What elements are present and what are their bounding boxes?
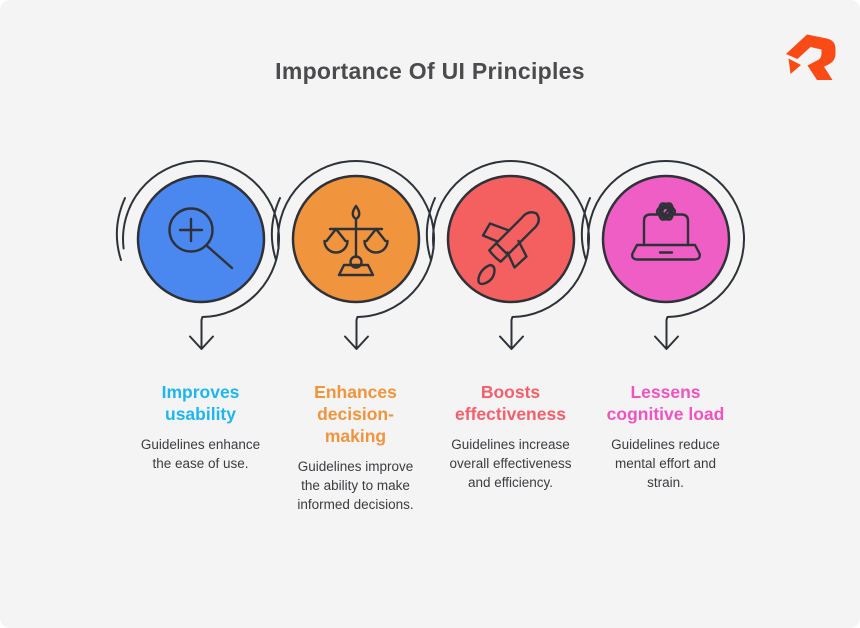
loop-tail xyxy=(580,197,591,261)
page-title: Importance Of UI Principles xyxy=(275,58,585,84)
item-heading: Improves usability xyxy=(161,382,240,424)
loop-arrow xyxy=(122,160,281,348)
loop-tail xyxy=(270,197,281,261)
item-lessens-cognitive-load: Lessens cognitive load Guidelines reduce… xyxy=(580,148,746,514)
magnifier-icon xyxy=(168,207,234,270)
item-enhances-decision-making: Enhances decision- making Guidelines imp… xyxy=(270,148,436,514)
item-description: Guidelines reduce mental effort and stra… xyxy=(611,437,720,490)
loop-arrow-graphic xyxy=(115,160,281,350)
loop-arrow-graphic xyxy=(425,160,591,350)
arrowhead-down-icon xyxy=(499,335,524,350)
item-boosts-effectiveness: Boosts effectiveness Guidelines increase… xyxy=(425,148,591,514)
arrowhead-down-icon xyxy=(344,335,369,350)
item-improves-usability: Improves usability Guidelines enhance th… xyxy=(115,148,281,514)
item-description: Guidelines improve the ability to make i… xyxy=(297,459,414,512)
arrowhead-down-icon xyxy=(189,335,214,350)
item-heading: Enhances decision- making xyxy=(314,382,397,446)
laptop-gear-icon xyxy=(631,202,701,261)
logo-mark-accent xyxy=(788,58,801,74)
item-circle xyxy=(601,174,731,304)
brand-logo-icon xyxy=(786,34,836,80)
item-heading: Lessens cognitive load xyxy=(606,382,725,424)
loop-arrow xyxy=(277,160,436,348)
rocket-icon xyxy=(477,211,540,286)
loop-tail xyxy=(425,197,436,261)
loop-arrow xyxy=(432,160,591,348)
principles-row: Improves usability Guidelines enhance th… xyxy=(115,148,746,514)
item-heading: Boosts effectiveness xyxy=(455,382,566,424)
loop-arrow xyxy=(587,160,746,348)
loop-tail xyxy=(115,197,126,261)
item-circle xyxy=(136,174,266,304)
logo-mark xyxy=(786,34,836,80)
arrowhead-down-icon xyxy=(654,335,679,350)
loop-arrow-graphic xyxy=(270,160,436,350)
scales-icon xyxy=(323,204,389,277)
item-description: Guidelines enhance the ease of use. xyxy=(140,437,261,471)
loop-arrow-graphic xyxy=(580,160,746,350)
item-circle xyxy=(446,174,576,304)
item-description: Guidelines increase overall effectivenes… xyxy=(449,437,572,490)
